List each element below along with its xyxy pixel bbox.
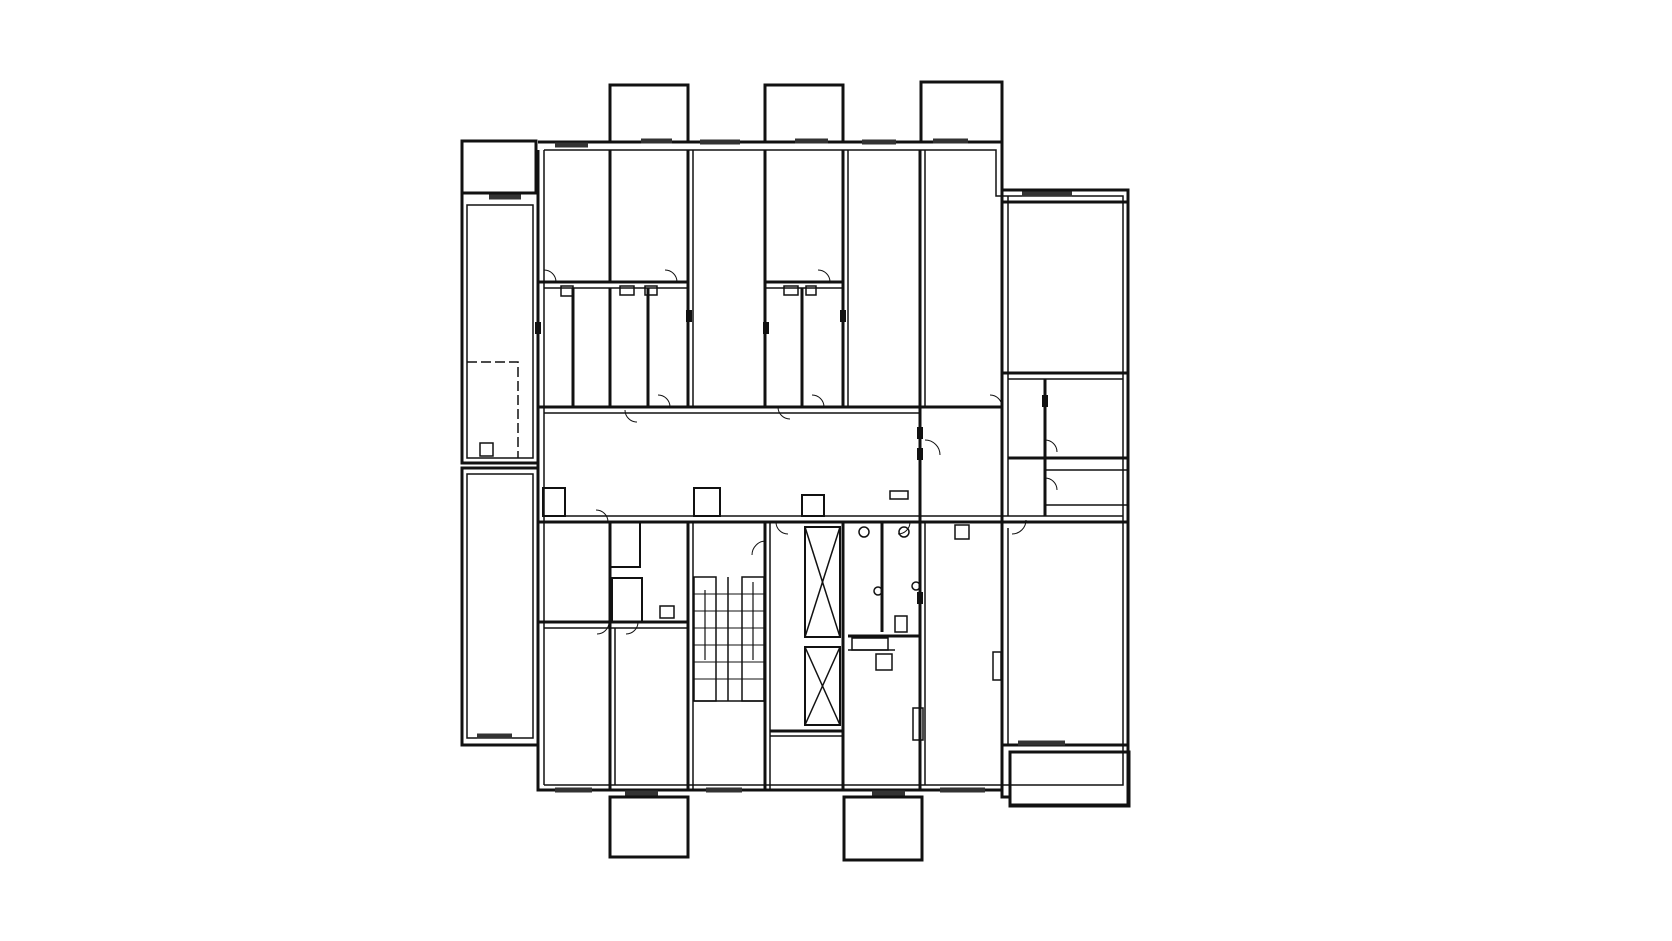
toilet-icon-3 <box>858 526 870 538</box>
shaft-2 <box>693 487 721 517</box>
stairwell <box>693 576 765 702</box>
left-wing-sink-icon <box>479 442 494 457</box>
electrical-panel <box>889 490 909 500</box>
elevator-shafts <box>804 526 841 726</box>
washbasin-icon <box>851 637 889 651</box>
left-wing-closet <box>467 361 519 458</box>
toilet-icon-5 <box>873 586 883 596</box>
elevator-shaft-1 <box>804 526 841 638</box>
toilet-icon-6 <box>911 581 921 591</box>
closet-box-2 <box>611 577 643 623</box>
sink-icon-2 <box>644 285 658 296</box>
sink-icon-5 <box>875 653 893 671</box>
shaft-1 <box>542 487 566 517</box>
balcony-bottom-left <box>608 795 690 859</box>
balcony-bottom-mid <box>842 795 924 862</box>
cabinet-icon-2 <box>992 651 1002 681</box>
door-swings <box>543 269 1058 635</box>
shaft-3 <box>801 494 825 517</box>
top-rooms <box>538 150 926 522</box>
toilet-icon-4 <box>898 526 910 538</box>
stair-treads <box>694 593 764 680</box>
outer-wall-main <box>536 140 1130 807</box>
sink-icon-3 <box>783 285 799 296</box>
toilet-icon-7 <box>894 615 908 633</box>
left-wing-inner-upper <box>466 204 534 459</box>
shower-icon <box>954 524 970 540</box>
sink-icon-1 <box>619 285 635 296</box>
bottom-rooms <box>538 521 1128 797</box>
elevator-shaft-2 <box>804 646 841 726</box>
structural-columns <box>535 310 1048 604</box>
cabinet-icon-1 <box>912 707 924 741</box>
toilet-icon-2 <box>805 285 817 296</box>
right-top-apartment <box>1000 190 1128 522</box>
closet-box-1 <box>609 521 641 568</box>
sink-icon-4 <box>659 605 675 619</box>
windows <box>477 138 1072 796</box>
toilet-icon-1 <box>560 285 574 297</box>
